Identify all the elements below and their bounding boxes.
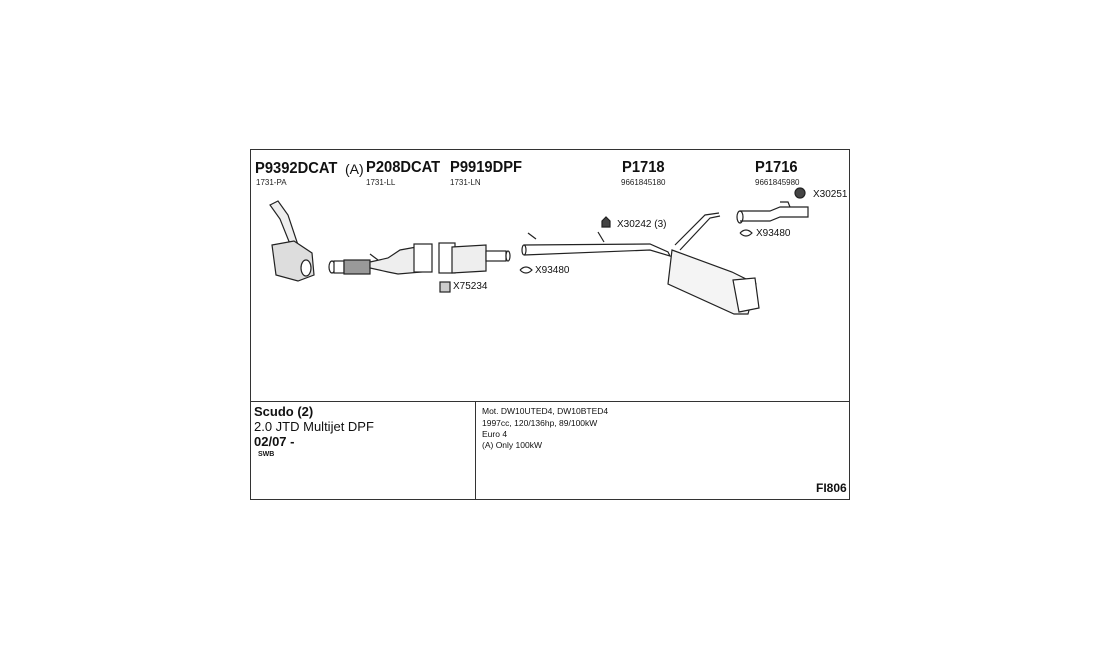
diagram-code: FI806	[816, 481, 847, 495]
spec-line: (A) Only 100kW	[482, 440, 542, 450]
vehicle-model: Scudo (2)	[254, 404, 314, 419]
rubber-ring-icon	[794, 187, 806, 199]
part-number[interactable]: P9919DPF	[450, 159, 523, 176]
part-number[interactable]: P9392DCAT	[255, 160, 338, 177]
vehicle-date: 02/07 -	[254, 434, 295, 449]
flex-pipe-catalyst-drawing	[328, 243, 433, 275]
accessory-code[interactable]: X75234	[453, 281, 488, 292]
part-oem-number: 9661845980	[755, 178, 800, 187]
vehicle-variant: SWB	[258, 451, 275, 458]
dpf-drawing	[438, 242, 511, 274]
diagram-frame	[250, 149, 850, 500]
part-number[interactable]: P1716	[755, 159, 798, 176]
part-oem-number: 1731-LN	[450, 178, 481, 187]
part-oem-number: 9661845180	[621, 178, 666, 187]
clamp-icon	[519, 266, 533, 274]
hanger-icon	[601, 216, 611, 228]
accessory-code[interactable]: X93480	[535, 265, 570, 276]
spec-line: Mot. DW10UTED4, DW10BTED4	[482, 406, 609, 416]
part-number[interactable]: P208DCAT	[366, 159, 441, 176]
clamp-icon	[739, 229, 753, 237]
divider	[475, 401, 476, 499]
part-number[interactable]: P1718	[622, 159, 665, 176]
spec-line: Euro 4	[482, 429, 508, 439]
spec-line: 1997cc, 120/136hp, 89/100kW	[482, 418, 598, 428]
accessory-code[interactable]: X30251	[813, 189, 848, 200]
part-oem-number: 1731-LL	[366, 178, 396, 187]
middle-pipe-drawing	[521, 231, 672, 257]
tailpipe-drawing	[736, 201, 809, 224]
accessory-code[interactable]: X93480	[756, 228, 791, 239]
part-oem-number: 1731-PA	[256, 178, 287, 187]
divider	[251, 401, 849, 402]
manifold-catalyst-drawing	[269, 200, 315, 282]
vehicle-engine: 2.0 JTD Multijet DPF	[254, 419, 374, 434]
rear-silencer-drawing	[667, 212, 760, 315]
gasket-icon	[439, 281, 451, 293]
part-prefix: (A)	[345, 161, 364, 177]
accessory-code[interactable]: X30242 (3)	[617, 219, 667, 230]
